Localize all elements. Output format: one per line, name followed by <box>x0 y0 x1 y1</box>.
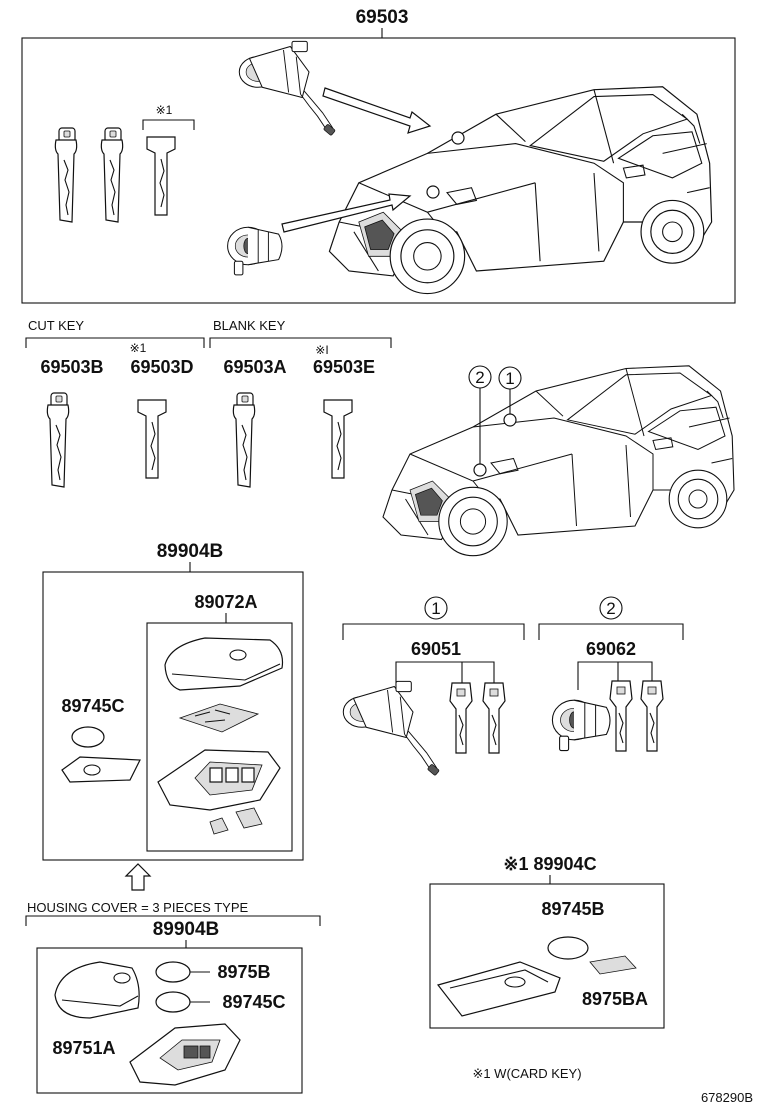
mid-suv-illustration <box>382 365 735 557</box>
top-door-cylinder <box>227 226 283 276</box>
label-door-cylinder-set: 69062 <box>586 639 636 659</box>
label-housing-battery: 89745C <box>222 992 285 1012</box>
top-note-mark: ※1 <box>156 103 173 117</box>
label-card-key-assy: ※1 89904C <box>503 854 596 874</box>
battery-main <box>71 726 105 748</box>
case-upper-cover <box>164 637 284 691</box>
label-case-sub-assy: 89072A <box>194 592 257 612</box>
label-transmitter-assy: 89904B <box>157 541 224 562</box>
callout-1-lower: 1 <box>431 599 440 618</box>
card-battery <box>547 936 589 960</box>
top-marker-door <box>426 185 440 199</box>
label-ignition-set: 69051 <box>411 639 461 659</box>
reference-up-arrow <box>124 863 152 891</box>
top-key-card <box>146 136 176 216</box>
note-mark-cut: ※1 <box>130 341 147 355</box>
top-assembly-frame <box>21 37 736 304</box>
top-ignition-cylinder <box>238 40 337 137</box>
ignition-key-1 <box>449 682 473 754</box>
housing-cover <box>54 961 140 1019</box>
top-arrow-door <box>281 193 412 233</box>
card-cover-sheet <box>589 955 637 975</box>
key-69503d <box>137 399 167 479</box>
label-battery-main: 89745C <box>61 696 124 716</box>
housing-cover-piece <box>155 961 191 983</box>
note-mark-blank: ※I <box>315 343 328 357</box>
case-sub-assy-frame <box>146 622 293 852</box>
mid-marker-2 <box>473 463 487 477</box>
key-69503a <box>232 392 256 488</box>
label-key-69503e: 69503E <box>313 357 375 377</box>
top-marker-ignition <box>451 131 465 145</box>
housing-battery <box>155 991 191 1013</box>
label-key-69503d: 69503D <box>130 357 193 377</box>
card-key-frame <box>429 883 665 1029</box>
circuit-board <box>178 703 260 733</box>
mid-marker-1 <box>503 413 517 427</box>
top-key-regular-1 <box>54 127 78 223</box>
housing-cover-note: HOUSING COVER = 3 PIECES TYPE <box>27 900 249 915</box>
key-69503e <box>323 399 353 479</box>
label-top-assembly: 69503 <box>356 7 409 28</box>
callout-2-upper: 2 <box>475 368 484 387</box>
transmitter-frame <box>42 571 304 861</box>
label-card-battery: 89745B <box>541 899 604 919</box>
battery-cover-plate <box>61 756 141 783</box>
ignition-cylinder-69051 <box>342 680 441 777</box>
door-cylinder-69062 <box>551 699 611 752</box>
door-key-1 <box>609 680 633 752</box>
label-card-cover: 8975BA <box>582 989 648 1009</box>
label-key-69503b: 69503B <box>40 357 103 377</box>
header-blank-key: BLANK KEY <box>213 318 286 333</box>
door-key-2 <box>640 680 664 752</box>
housing-frame <box>36 947 303 1094</box>
top-key-regular-2 <box>100 127 124 223</box>
label-housing-case: 89751A <box>52 1038 115 1058</box>
label-housing-cover-part: 8975B <box>217 962 270 982</box>
ignition-key-2 <box>482 682 506 754</box>
key-69503b <box>46 392 70 488</box>
label-housing-assy: 89904B <box>153 919 220 940</box>
callout-1-upper: 1 <box>505 369 514 388</box>
diagram-code: 678290B <box>701 1090 753 1105</box>
top-arrow-ignition <box>322 87 432 134</box>
footnote-card-key: ※1 W(CARD KEY) <box>472 1066 581 1081</box>
label-key-69503a: 69503A <box>223 357 286 377</box>
callout-2-lower: 2 <box>606 599 615 618</box>
card-key-body <box>436 961 561 1017</box>
header-cut-key: CUT KEY <box>28 318 84 333</box>
